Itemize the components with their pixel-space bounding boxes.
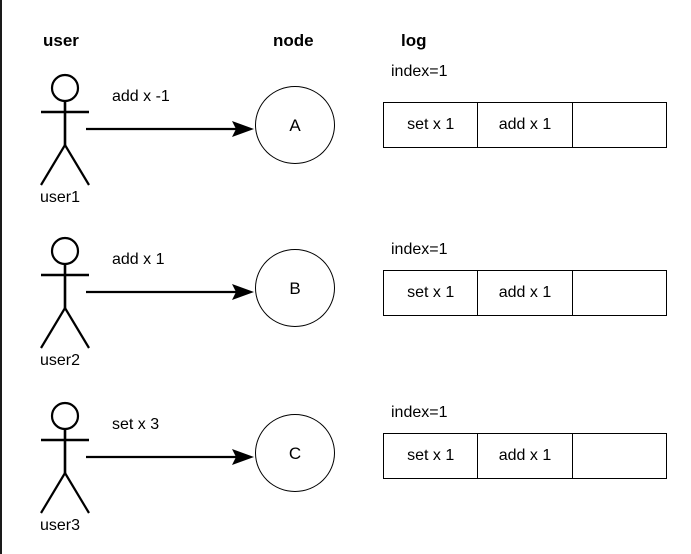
log-cell [573,103,666,147]
stick-figure-icon [38,235,114,353]
node-circle: A [255,86,335,164]
column-header-node: node [273,31,314,50]
actor-label: user1 [40,189,81,206]
node-circle: B [255,249,335,327]
log-cell: add x 1 [478,434,573,478]
log-cell: set x 1 [384,434,479,478]
node-letter: B [289,278,301,298]
log-cell: add x 1 [478,103,573,147]
log-cell: add x 1 [478,271,573,315]
column-header-user: user [43,31,79,50]
index-label: index=1 [391,404,448,421]
arrow-icon [86,118,258,140]
node-letter: A [289,115,301,135]
log-table: set x 1 add x 1 [383,102,667,148]
arrow-label: add x 1 [112,251,165,268]
log-table: set x 1 add x 1 [383,270,667,316]
log-cell: set x 1 [384,271,479,315]
node-letter: C [288,443,302,463]
stick-figure-icon [38,72,114,190]
log-cell [573,434,666,478]
index-label: index=1 [391,63,448,80]
actor-label: user3 [40,517,81,534]
arrow-label: add x -1 [112,88,170,105]
arrow-icon [86,281,258,303]
stick-figure-icon [38,400,114,518]
node-circle: C [255,414,335,492]
log-cell [573,271,666,315]
log-table: set x 1 add x 1 [383,433,667,479]
actor-label: user2 [40,352,81,369]
log-cell: set x 1 [384,103,479,147]
arrow-label: set x 3 [112,416,160,433]
arrow-icon [86,446,258,468]
index-label: index=1 [391,241,448,258]
column-header-log: log [401,31,427,50]
